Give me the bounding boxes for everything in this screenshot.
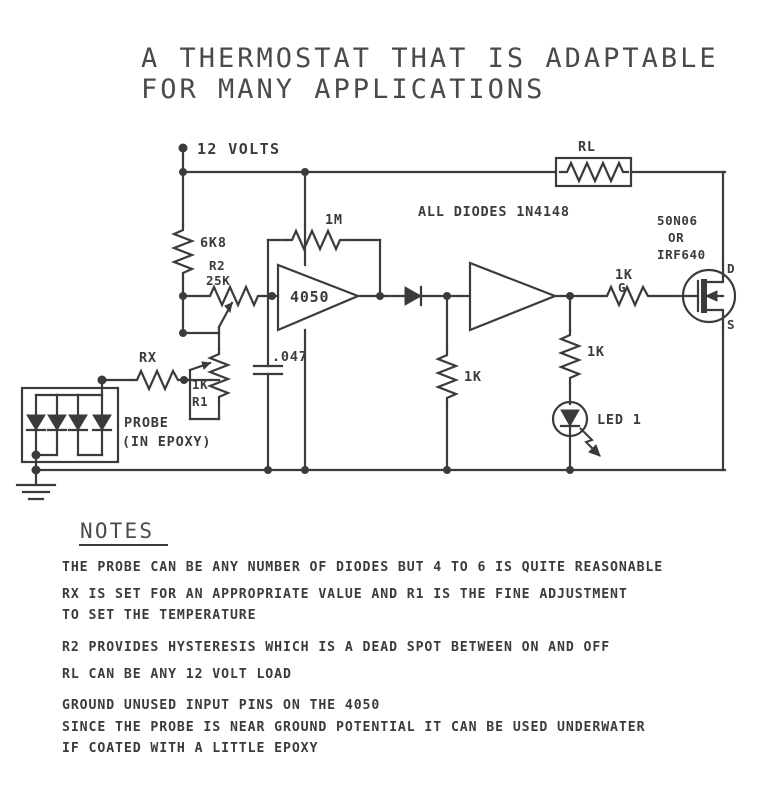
buffer-4050-label: 4050 [290, 288, 329, 306]
r1-name-label: R1 [192, 394, 208, 409]
cap-label: .047 [272, 349, 308, 365]
r6k8-label: 6K8 [200, 235, 227, 251]
rl-label: RL [578, 139, 596, 155]
note-line-6: GROUND UNUSED INPUT PINS ON THE 4050 [62, 698, 380, 713]
mosfet-label-line2: OR [668, 230, 684, 245]
r1-zigzag [206, 347, 232, 404]
page-title: A THERMOSTAT THAT IS ADAPTABLE FOR MANY … [141, 43, 719, 105]
buffer-2-triangle [468, 261, 559, 332]
led-triangle [560, 409, 580, 428]
note-line-8: IF COATED WITH A LITTLE EPOXY [62, 741, 318, 756]
r1m-zigzag [285, 228, 348, 252]
resistor-6k8: 6K8 [170, 170, 227, 298]
r2-wiper-arrowhead [224, 302, 233, 314]
mosfet-drain-stub [702, 263, 725, 284]
mosfet-label-line3: IRF640 [657, 247, 706, 262]
title-line-2: FOR MANY APPLICATIONS [141, 74, 545, 105]
mosfet-50n06: 50N06 OR IRF640 G D S [618, 170, 737, 472]
led-emission-arrowhead [588, 444, 601, 457]
r2-name-label: R2 [209, 258, 225, 273]
resistor-1m-feedback: 1M [266, 212, 384, 300]
capacitor-047: .047 [252, 294, 308, 472]
notes-heading: NOTES [80, 519, 154, 543]
rx-zigzag [130, 368, 186, 392]
node-r2-wiper-bus [179, 329, 187, 337]
mosfet-source-stub [702, 308, 725, 329]
note-line-7: SINCE THE PROBE IS NEAR GROUND POTENTIAL… [62, 720, 645, 735]
node-diode-out [443, 292, 451, 300]
probe-d1-triangle [26, 414, 46, 431]
series-diode: ALL DIODES 1N4148 [383, 204, 570, 307]
node-4050-output [376, 292, 384, 300]
led-label: LED 1 [597, 412, 642, 428]
probe-d4-triangle [92, 414, 112, 431]
mosfet-body-arrow [704, 290, 718, 302]
r2-zigzag [203, 284, 266, 308]
probe-label-line1: PROBE [124, 415, 169, 431]
r1-value-label: 1K [192, 377, 208, 392]
note-line-1: THE PROBE CAN BE ANY NUMBER OF DIODES BU… [62, 560, 663, 575]
rl-zigzag [558, 160, 630, 184]
node-probe-bottom [31, 450, 41, 460]
supply-label: 12 VOLTS [197, 140, 280, 158]
potentiometer-r1[interactable]: 1K R1 [182, 331, 232, 421]
mosfet-pin-d-label: D [727, 261, 735, 276]
r1k-pd-zigzag [434, 348, 460, 405]
note-line-5: RL CAN BE ANY 12 VOLT LOAD [62, 667, 292, 682]
r1k-gate-zigzag [600, 284, 656, 308]
all-diodes-note: ALL DIODES 1N4148 [418, 204, 570, 220]
diode-triangle [404, 286, 423, 306]
supply-rail-group: 12 VOLTS [178, 140, 727, 176]
mosfet-pin-s-label: S [727, 317, 735, 332]
probe-diode-array: PROBE (IN EPOXY) [20, 378, 211, 472]
r1k-gate-label: 1K [615, 267, 633, 283]
probe-label-line2: (IN EPOXY) [122, 434, 211, 450]
load-resistor-rl: RL [554, 139, 633, 188]
probe-d3-triangle [68, 414, 88, 431]
supply-terminal-dot [178, 143, 188, 153]
note-line-4: R2 PROVIDES HYSTERESIS WHICH IS A DEAD S… [62, 640, 610, 655]
r6k8-zigzag [170, 223, 196, 280]
r1k-pd-label: 1K [464, 369, 482, 385]
node-r2-left [179, 292, 187, 300]
led-branch: 1K LED 1 [551, 292, 642, 472]
potentiometer-r2[interactable]: R2 25K [179, 258, 276, 337]
notes-section: NOTES THE PROBE CAN BE ANY NUMBER OF DIO… [62, 519, 663, 756]
buffer-4050-triangle [276, 263, 361, 332]
r2-value-label: 25K [206, 273, 230, 288]
rx-label: RX [139, 350, 157, 366]
r1m-label: 1M [325, 212, 343, 228]
resistor-1k-pulldown: 1K [434, 292, 482, 472]
ground-symbol [15, 465, 57, 501]
ground-bus [34, 466, 727, 474]
r1k-led-zigzag [557, 328, 583, 385]
title-line-1: A THERMOSTAT THAT IS ADAPTABLE [141, 43, 719, 74]
r1-wiper-arrowhead [201, 361, 212, 370]
second-buffer [468, 261, 572, 332]
probe-d2-triangle [47, 414, 67, 431]
resistor-1k-gate: 1K [568, 267, 679, 308]
ic-4050-buffer: 4050 [270, 170, 387, 472]
note-line-2: RX IS SET FOR AN APPROPRIATE VALUE AND R… [62, 587, 628, 602]
mosfet-pin-g-label: G [618, 280, 626, 295]
resistor-rx: RX [97, 350, 221, 392]
r1k-led-label: 1K [587, 344, 605, 360]
note-line-3: TO SET THE TEMPERATURE [62, 608, 256, 623]
mosfet-label-line1: 50N06 [657, 213, 698, 228]
